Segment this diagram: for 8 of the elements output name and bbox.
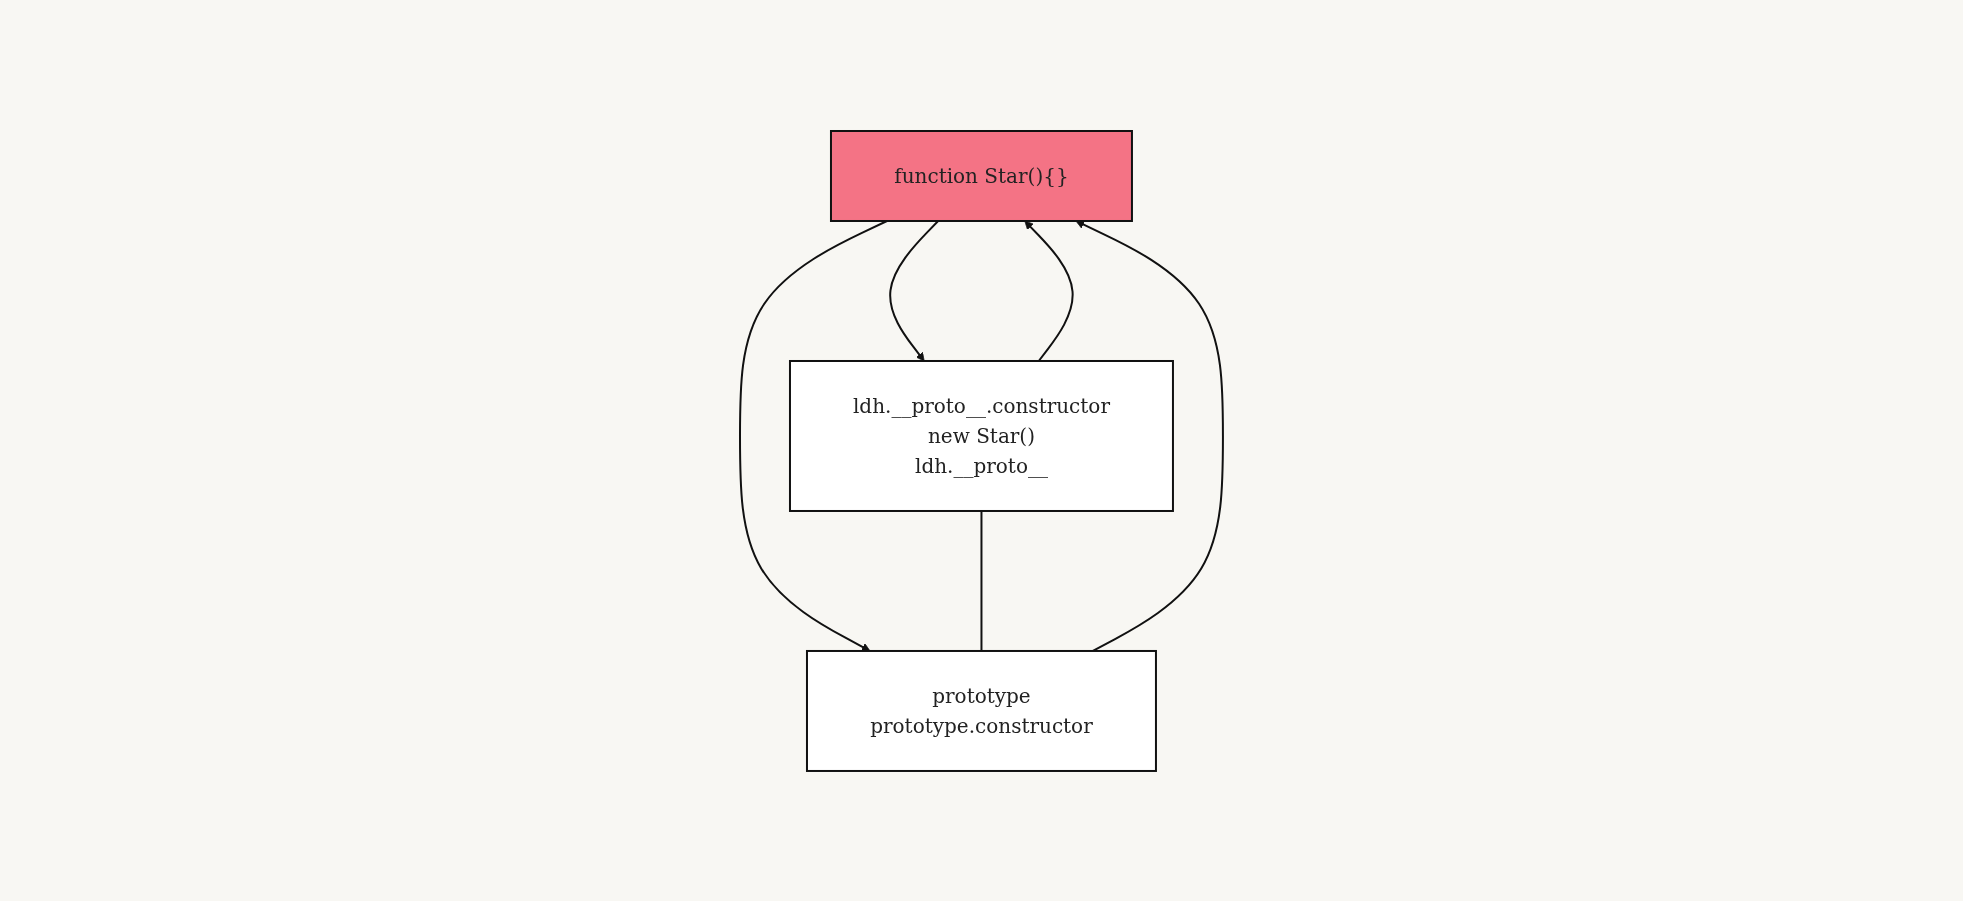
- connector: [980, 509, 983, 652]
- node-box: prototype prototype.constructor: [806, 649, 1157, 772]
- arrow: [889, 219, 940, 361]
- node-box: ldh.__proto__.constructor new Star() ldh.__proto__: [789, 359, 1174, 512]
- arrow: [1024, 220, 1074, 362]
- arrow: [739, 219, 888, 651]
- arrow: [1075, 219, 1224, 652]
- node-box: function Star(){}: [830, 129, 1133, 222]
